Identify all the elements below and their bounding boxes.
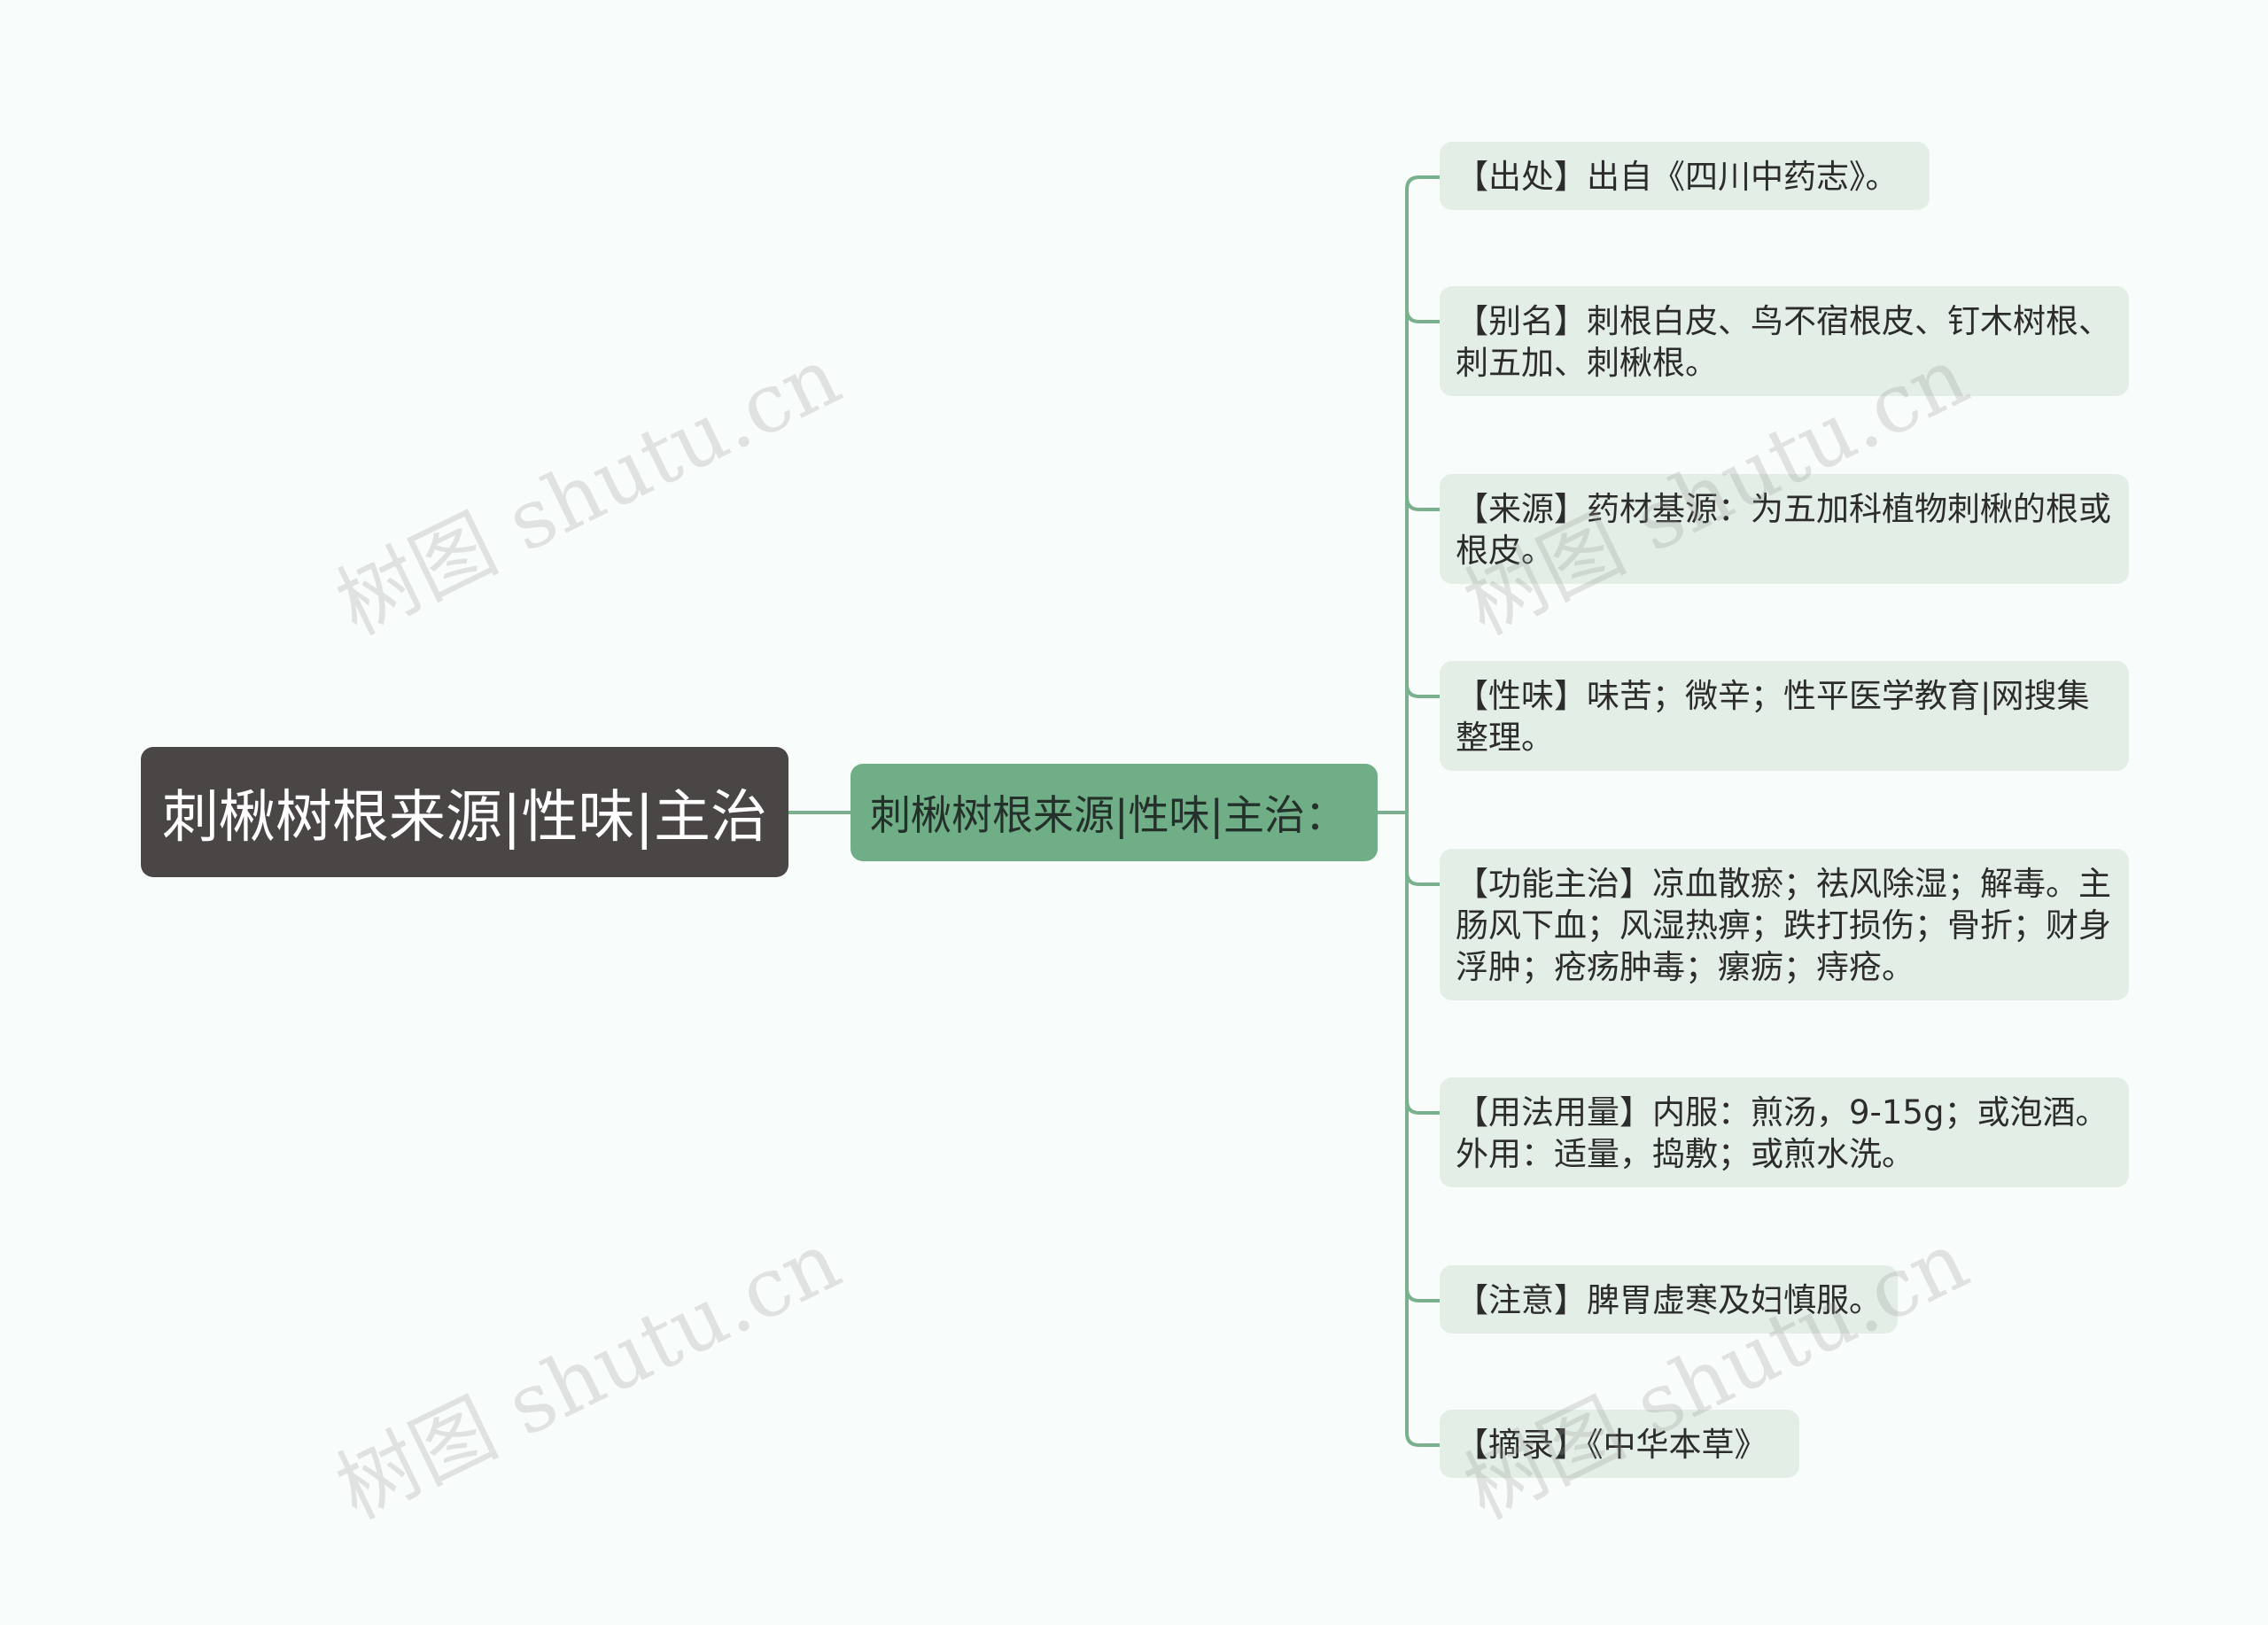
leaf-node-source[interactable]: 【出处】出自《四川中药志》。 (1440, 142, 1930, 210)
leaf-text-line: 【出处】出自《四川中药志》。 (1456, 158, 1899, 196)
leaf-text-line: 【来源】药材基源：为五加科植物刺楸的根或 (1456, 490, 2111, 528)
leaf-node-nature-taste[interactable]: 【性味】味苦；微辛；性平医学教育|网搜集 整理。 (1440, 661, 2129, 771)
leaf-node-indications[interactable]: 【功能主治】凉血散瘀；祛风除湿；解毒。主 肠风下血；风湿热痹；跌打损伤；骨折；财… (1440, 849, 2129, 1000)
leaf-connector (1405, 308, 1440, 323)
leaf-text-line: 肠风下血；风湿热痹；跌打损伤；骨折；财身 (1456, 906, 2111, 945)
root-node-label: 刺楸树根来源|性味|主治 (161, 784, 768, 851)
leaf-connector (1405, 683, 1440, 698)
leaf-text-line: 【功能主治】凉血散瘀；祛风除湿；解毒。主 (1456, 865, 2111, 903)
leaf-text-line: 整理。 (1456, 719, 1554, 757)
branch-node[interactable]: 刺楸树根来源|性味|主治： (850, 764, 1378, 861)
leaf-connector (1405, 1432, 1440, 1447)
leaf-text-line: 根皮。 (1456, 532, 1554, 570)
leaf-text-line: 【摘录】《中华本草》 (1456, 1426, 1767, 1464)
leaf-node-caution[interactable]: 【注意】脾胃虚寒及妇慎服。 (1440, 1265, 1898, 1333)
leaf-node-alias[interactable]: 【别名】刺根白皮、鸟不宿根皮、钉木树根、 刺五加、刺楸根。 (1440, 286, 2129, 396)
leaf-connector (1405, 1100, 1440, 1115)
leaf-text-line: 【用法用量】内服：煎汤，9-15g；或泡酒。 (1456, 1093, 2109, 1131)
leaf-text-line: 【性味】味苦；微辛；性平医学教育|网搜集 (1456, 677, 2090, 715)
leaf-node-excerpt[interactable]: 【摘录】《中华本草》 (1440, 1410, 1799, 1478)
root-node[interactable]: 刺楸树根来源|性味|主治 (141, 747, 788, 877)
leaf-connectors (1405, 175, 1440, 1447)
leaf-node-dosage[interactable]: 【用法用量】内服：煎汤，9-15g；或泡酒。 外用：适量，捣敷；或煎水洗。 (1440, 1077, 2129, 1187)
leaf-text-line: 外用：适量，捣敷；或煎水洗。 (1456, 1135, 1915, 1173)
leaf-connector (1405, 1287, 1440, 1302)
leaf-text-line: 刺五加、刺楸根。 (1456, 344, 1718, 382)
leaf-node-origin[interactable]: 【来源】药材基源：为五加科植物刺楸的根或 根皮。 (1440, 474, 2129, 584)
leaf-connector (1405, 496, 1440, 511)
leaf-text-line: 【别名】刺根白皮、鸟不宿根皮、钉木树根、 (1456, 302, 2111, 340)
leaf-text-line: 【注意】脾胃虚寒及妇慎服。 (1456, 1281, 1882, 1319)
leaf-text-line: 浮肿；疮疡肿毒；瘰疬；痔疮。 (1456, 948, 1915, 986)
leaf-connector (1405, 871, 1440, 886)
branch-node-label: 刺楸树根来源|性味|主治： (870, 791, 1346, 839)
leaf-connector (1405, 175, 1440, 190)
